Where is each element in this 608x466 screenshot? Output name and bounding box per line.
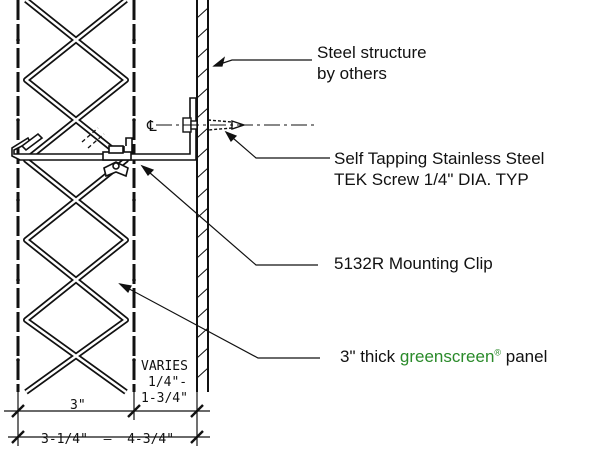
callout-steel-structure: Steel structure by others [317, 42, 427, 84]
callout-clip-label: 5132R Mounting Clip [334, 254, 493, 273]
registered-mark: ® [494, 347, 502, 358]
clip-hidden-lines [81, 127, 105, 149]
callout-panel-prefix: 3" thick [340, 347, 400, 366]
wing-nut [102, 145, 132, 178]
lattice-wire-inner [24, 0, 128, 394]
greenscreen-panel [16, 0, 136, 395]
callout-steel-structure-line2: by others [317, 64, 387, 83]
callout-steel-structure-line1: Steel structure [317, 43, 427, 62]
callout-screw: Self Tapping Stainless Steel TEK Screw 1… [334, 148, 544, 190]
callout-screw-line1: Self Tapping Stainless Steel [334, 149, 545, 168]
centerline-symbol: ℄ [146, 117, 157, 135]
callout-panel: 3" thick greenscreen® panel [340, 346, 547, 367]
dim-varies-title: VARIES [141, 359, 188, 374]
bolt-head [108, 145, 124, 154]
arrow-steel-structure [212, 56, 226, 67]
arrow-screw [224, 130, 238, 142]
leader-clip [141, 165, 318, 266]
leader-screw [225, 131, 330, 159]
wing-nut-hole [112, 162, 120, 170]
callout-panel-suffix: panel [501, 347, 548, 366]
wall-hatching [196, 7, 209, 379]
callout-clip: 5132R Mounting Clip [334, 253, 493, 274]
arrow-panel [118, 283, 132, 294]
clip-upright [125, 137, 133, 154]
edge-wire-dots [16, 38, 136, 362]
lattice-wire-outer [23, 0, 129, 395]
callout-screw-line2: TEK Screw 1/4" DIA. TYP [334, 170, 529, 189]
dim-varies-line1: 1/4"- [148, 375, 187, 390]
leader-lines [118, 56, 330, 359]
clip-hook [20, 132, 44, 152]
screw-centerline: ℄ [146, 117, 318, 135]
leader-panel [119, 283, 320, 359]
callout-panel-brand: greenscreen® [400, 347, 501, 366]
dim-panel-depth: 3" [70, 398, 86, 413]
brand-name: greenscreen [399, 347, 495, 366]
steel-structure [196, 0, 209, 392]
dim-overall: 3-1/4" — 4-3/4" [41, 432, 174, 447]
arrow-clip [140, 164, 155, 176]
dimension-lines [4, 392, 210, 446]
leader-steel-structure [213, 59, 312, 67]
dim-varies-line2: 1-3/4" [141, 391, 188, 406]
